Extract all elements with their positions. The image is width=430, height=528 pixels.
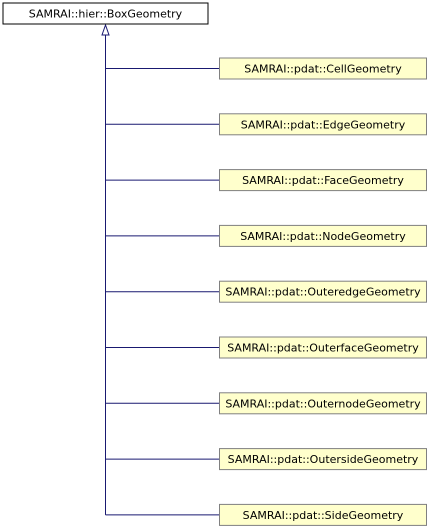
derived-class-node[interactable]: SAMRAI::pdat::OutersideGeometry	[219, 448, 427, 471]
base-class-node[interactable]: SAMRAI::hier::BoxGeometry	[2, 2, 209, 25]
base-class-box	[2, 2, 209, 25]
derived-class-label: SAMRAI::pdat::FaceGeometry	[242, 174, 404, 187]
derived-class-label: SAMRAI::pdat::NodeGeometry	[240, 230, 406, 243]
inheritance-arrowhead	[101, 23, 110, 36]
derived-class-nodes: SAMRAI::pdat::CellGeometrySAMRAI::pdat::…	[219, 57, 427, 526]
derived-class-box	[219, 503, 427, 526]
derived-class-node[interactable]: SAMRAI::pdat::FaceGeometry	[219, 169, 427, 192]
derived-class-label: SAMRAI::pdat::CellGeometry	[244, 63, 402, 76]
inheritance-edges	[101, 23, 220, 516]
derived-class-box	[219, 224, 427, 247]
derived-class-label: SAMRAI::pdat::OuteredgeGeometry	[225, 286, 421, 299]
derived-class-box	[219, 448, 427, 471]
derived-class-node[interactable]: SAMRAI::pdat::OuteredgeGeometry	[219, 280, 427, 303]
derived-class-node[interactable]: SAMRAI::pdat::NodeGeometry	[219, 224, 427, 247]
derived-class-box	[219, 392, 427, 415]
derived-class-box	[219, 336, 427, 359]
derived-class-box	[219, 280, 427, 303]
derived-class-label: SAMRAI::pdat::SideGeometry	[243, 509, 404, 522]
derived-class-node[interactable]: SAMRAI::pdat::EdgeGeometry	[219, 113, 427, 136]
derived-class-label: SAMRAI::pdat::EdgeGeometry	[241, 118, 406, 131]
base-class-label: SAMRAI::hier::BoxGeometry	[29, 8, 183, 21]
derived-class-box	[219, 113, 427, 136]
derived-class-node[interactable]: SAMRAI::pdat::CellGeometry	[219, 57, 427, 80]
derived-class-node[interactable]: SAMRAI::pdat::SideGeometry	[219, 503, 427, 526]
derived-class-box	[219, 169, 427, 192]
derived-class-label: SAMRAI::pdat::OuternodeGeometry	[225, 397, 421, 410]
derived-class-label: SAMRAI::pdat::OutersideGeometry	[228, 453, 419, 466]
derived-class-node[interactable]: SAMRAI::pdat::OuterfaceGeometry	[219, 336, 427, 359]
derived-class-label: SAMRAI::pdat::OuterfaceGeometry	[227, 342, 419, 355]
derived-class-box	[219, 57, 427, 80]
derived-class-node[interactable]: SAMRAI::pdat::OuternodeGeometry	[219, 392, 427, 415]
